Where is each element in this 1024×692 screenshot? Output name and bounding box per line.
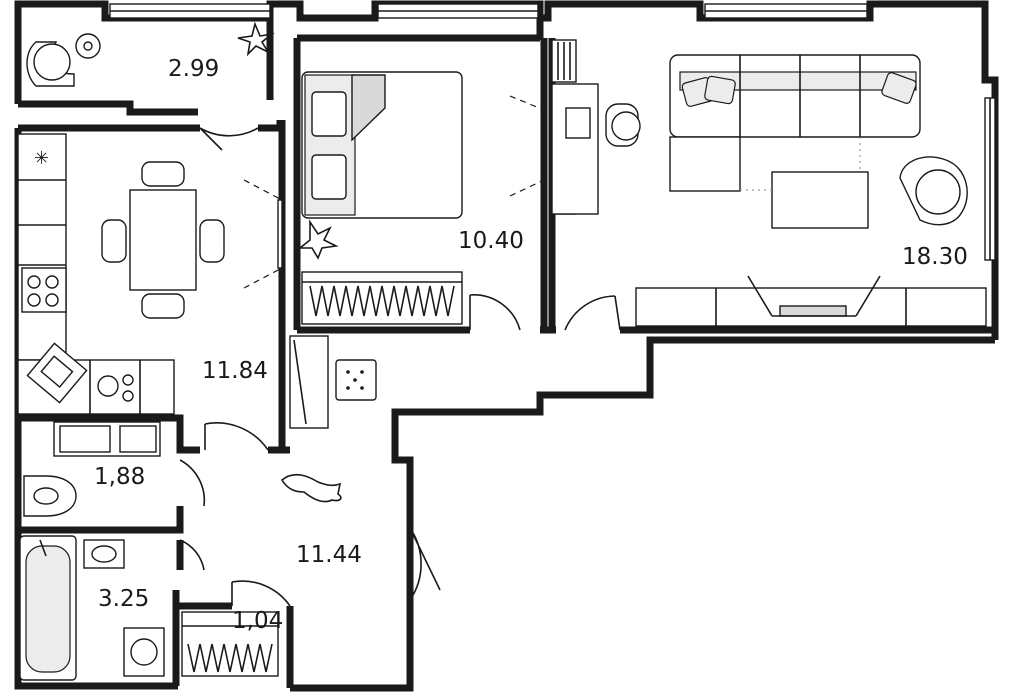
bedroom-furniture [297,71,545,325]
living-furniture [551,39,987,327]
hallway-area: 11.44 [296,542,362,568]
wc-furniture [23,421,161,517]
pet-icon [280,473,342,503]
area-labels: 2.99 11.84 10.40 18.30 1,88 3.25 11.44 1… [94,56,968,634]
storage-furniture [181,611,279,677]
kitchen-furniture: ✳ [17,133,283,415]
plant-icon [237,21,275,57]
wc-area: 1,88 [94,464,145,490]
bathroom-furniture [19,535,165,681]
bathroom-area: 3.25 [98,586,149,612]
storage-area: 1,04 [232,608,283,634]
interior-walls [18,34,995,688]
svg-text:✳: ✳ [34,148,49,169]
balcony-area: 2.99 [168,56,219,82]
doors [179,127,621,607]
living-area: 18.30 [902,244,968,270]
balcony-furniture [26,21,275,87]
hallway-furniture [280,335,377,503]
bedroom-area: 10.40 [458,228,524,254]
kitchen-area: 11.84 [202,358,268,384]
